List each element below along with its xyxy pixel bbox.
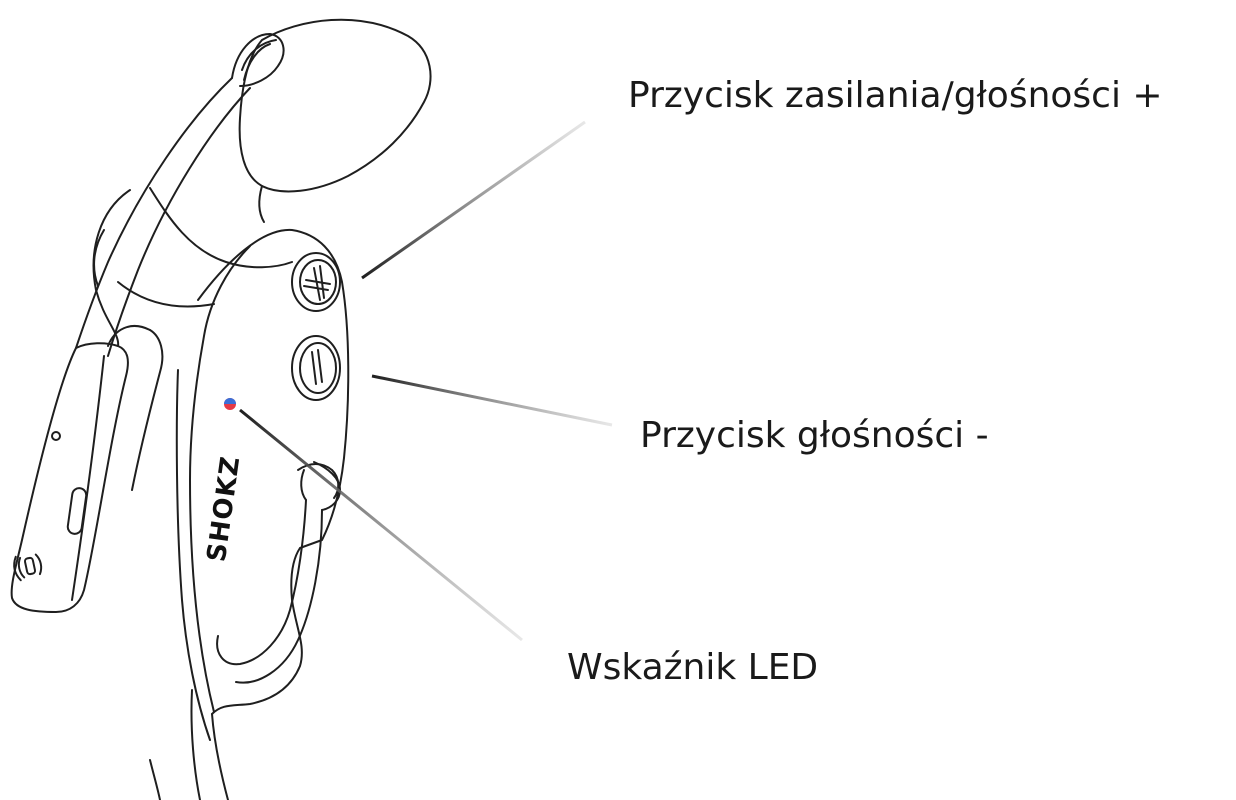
brand-logo-text: SHOKZ: [202, 454, 247, 564]
plus-button[interactable]: [292, 253, 340, 311]
led-indicator: [224, 398, 236, 410]
neck-arm: [12, 343, 128, 612]
label-led-indicator: Wskaźnik LED: [567, 650, 818, 686]
headband: [76, 78, 232, 348]
leader-line-volume-down: [372, 376, 612, 425]
brand-logo: SHOKZ: [202, 454, 247, 564]
label-volume-down: Przycisk głośności -: [640, 418, 989, 454]
label-power-volume-up: Przycisk zasilania/głośności +: [628, 78, 1163, 114]
leader-line-led: [240, 410, 522, 640]
nfc-icon: [12, 552, 43, 581]
leader-line-power: [362, 122, 585, 278]
mic-hole: [52, 432, 60, 440]
charging-port: [67, 487, 87, 535]
minus-button[interactable]: [292, 336, 340, 400]
headset-outline: [12, 20, 431, 800]
